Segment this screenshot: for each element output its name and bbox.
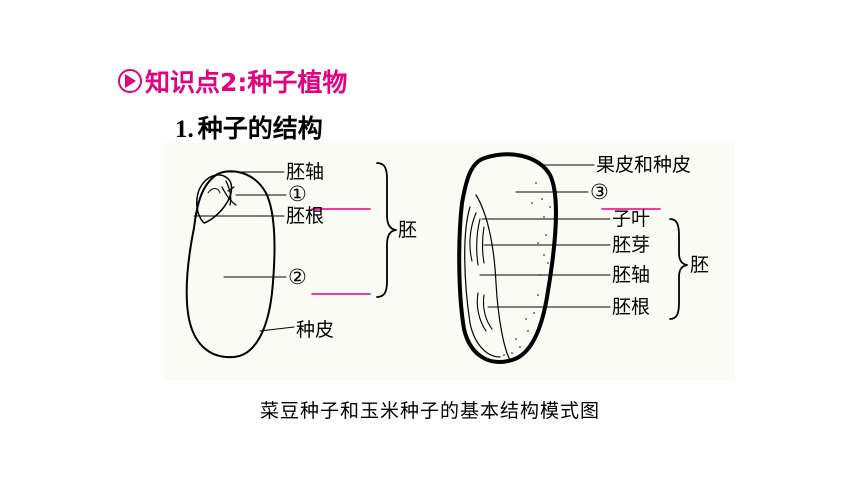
corn-label-cotyledon: 子叶 bbox=[612, 208, 651, 230]
figure-caption: 菜豆种子和玉米种子的基本结构模式图 bbox=[259, 400, 600, 422]
corn-label-embryo: 胚 bbox=[690, 254, 710, 276]
bean-plumule bbox=[221, 180, 237, 206]
corn-label-plumule: 胚芽 bbox=[612, 234, 651, 256]
play-circle-icon bbox=[118, 69, 142, 93]
bean-embryo-axis bbox=[196, 174, 233, 224]
corn-pericarp-outline bbox=[457, 152, 558, 364]
corn-radicle bbox=[476, 292, 493, 332]
bean-label-seed-coat: 种皮 bbox=[296, 319, 335, 341]
subheading-text: 种子的结构 bbox=[197, 114, 323, 143]
bean-seed-coat-outline bbox=[185, 170, 276, 359]
bean-label-radicle: 胚根 bbox=[286, 205, 325, 227]
heading-text: 知识点2:种子植物 bbox=[145, 68, 348, 97]
corn-cotyledon bbox=[464, 206, 501, 358]
bean-seed bbox=[185, 162, 397, 359]
corn-label-hypocotyl: 胚轴 bbox=[612, 264, 651, 286]
seed-diagram-svg bbox=[185, 152, 688, 364]
corn-label-blank3: ③ bbox=[590, 180, 609, 204]
corn-label-radicle: 胚根 bbox=[612, 296, 651, 318]
bean-plumule-leaf bbox=[207, 188, 221, 194]
corn-endosperm-dots bbox=[503, 182, 551, 356]
leader-seed-coat bbox=[259, 326, 295, 332]
bean-label-embryo: 胚 bbox=[398, 219, 418, 241]
seed-structure-figure: 胚轴 ① 胚根 ② 种皮 胚 果皮和种皮 ③ 子叶 胚芽 胚轴 胚根 胚 bbox=[164, 143, 735, 380]
bean-label-blank2: ② bbox=[288, 265, 307, 289]
bean-label-blank1: ① bbox=[288, 182, 307, 206]
corn-seed bbox=[457, 152, 688, 364]
section-heading: 知识点2:种子植物 bbox=[118, 64, 347, 98]
corn-endosperm-divider bbox=[475, 194, 511, 361]
bean-embryo-brace bbox=[376, 162, 397, 298]
bean-label-hypocotyl: 胚轴 bbox=[286, 161, 325, 183]
corn-embryo-brace bbox=[669, 218, 688, 320]
corn-plumule-sheath bbox=[469, 212, 485, 266]
subheading: 1.种子的结构 bbox=[175, 109, 323, 145]
subheading-number: 1. bbox=[175, 116, 194, 143]
corn-label-pericarp: 果皮和种皮 bbox=[596, 154, 692, 176]
